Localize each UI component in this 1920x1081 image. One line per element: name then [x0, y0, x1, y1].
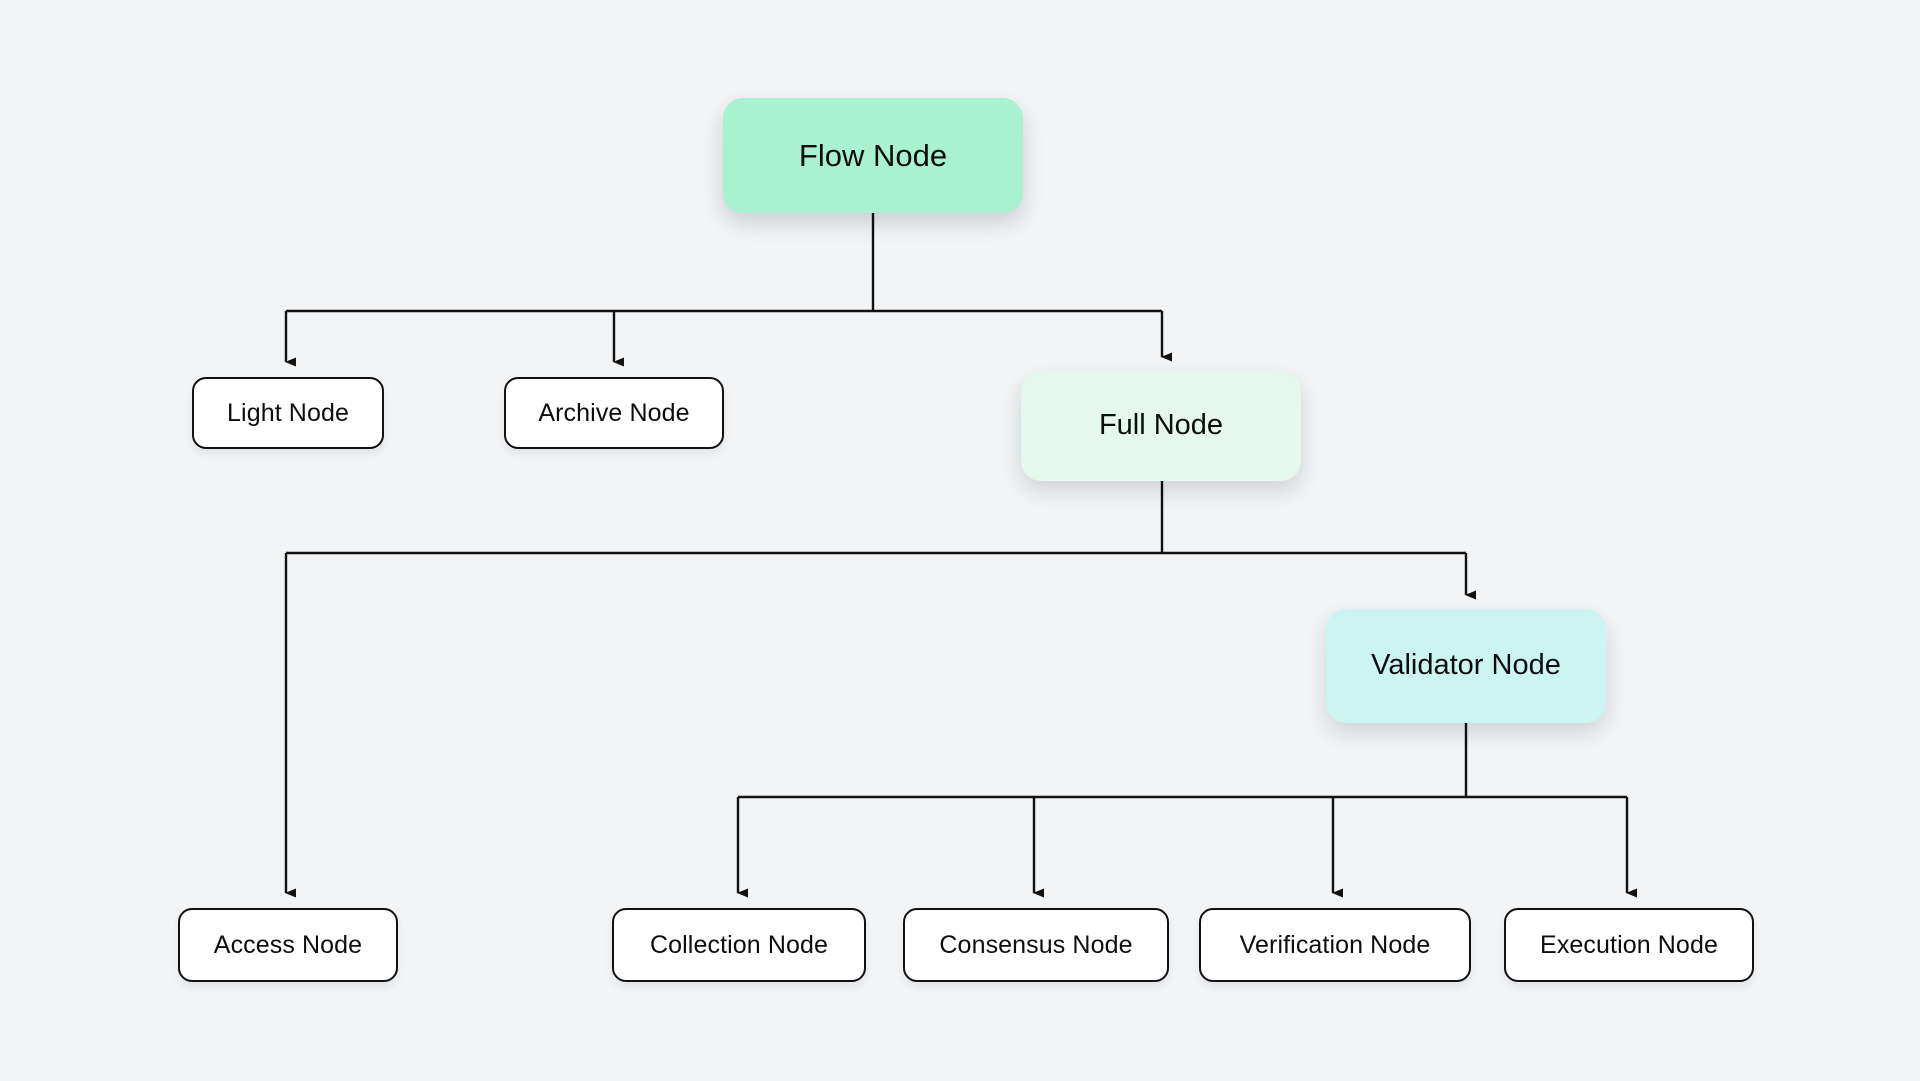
node-full-node[interactable]: Full Node — [1021, 371, 1301, 481]
node-archive-node[interactable]: Archive Node — [504, 377, 724, 449]
node-validator-node[interactable]: Validator Node — [1326, 609, 1606, 723]
node-label: Full Node — [1098, 409, 1224, 442]
node-label: Access Node — [213, 930, 363, 959]
node-label: Consensus Node — [939, 930, 1133, 959]
node-access-node[interactable]: Access Node — [178, 908, 398, 982]
node-label: Execution Node — [1540, 930, 1718, 959]
node-collection-node[interactable]: Collection Node — [612, 908, 866, 982]
node-flow-node[interactable]: Flow Node — [723, 98, 1023, 213]
node-label: Archive Node — [538, 398, 690, 427]
node-label: Flow Node — [798, 137, 948, 173]
node-label: Collection Node — [650, 930, 828, 959]
node-label: Verification Node — [1239, 930, 1431, 959]
node-consensus-node[interactable]: Consensus Node — [903, 908, 1169, 982]
node-label: Validator Node — [1371, 649, 1561, 682]
node-label: Light Node — [227, 398, 349, 427]
node-verification-node[interactable]: Verification Node — [1199, 908, 1471, 982]
node-light-node[interactable]: Light Node — [192, 377, 384, 449]
node-execution-node[interactable]: Execution Node — [1504, 908, 1754, 982]
